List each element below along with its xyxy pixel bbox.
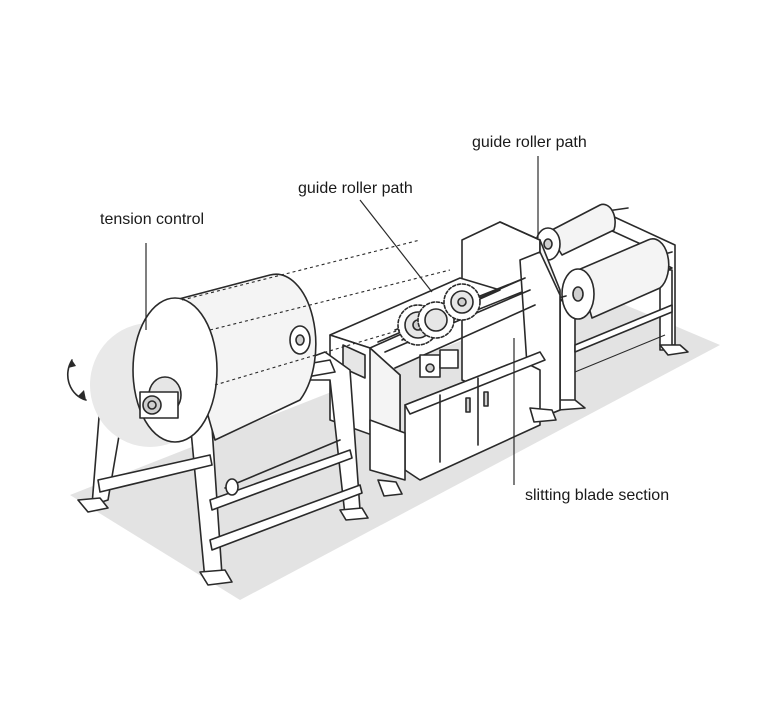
slitter-blades <box>397 283 481 346</box>
rewind-roller <box>557 238 673 320</box>
label-tension-control: tension control <box>100 211 204 228</box>
label-slitting-blade-section: slitting blade section <box>525 487 669 504</box>
label-guide-roller-path-middle: guide roller path <box>298 180 413 197</box>
unwind-roll <box>90 273 317 447</box>
leader-guide-roller-path-middle <box>359 199 433 293</box>
web-path <box>181 239 451 386</box>
rotation-arrow-icon <box>66 359 87 401</box>
label-guide-roller-path-upper: guide roller path <box>472 134 587 151</box>
